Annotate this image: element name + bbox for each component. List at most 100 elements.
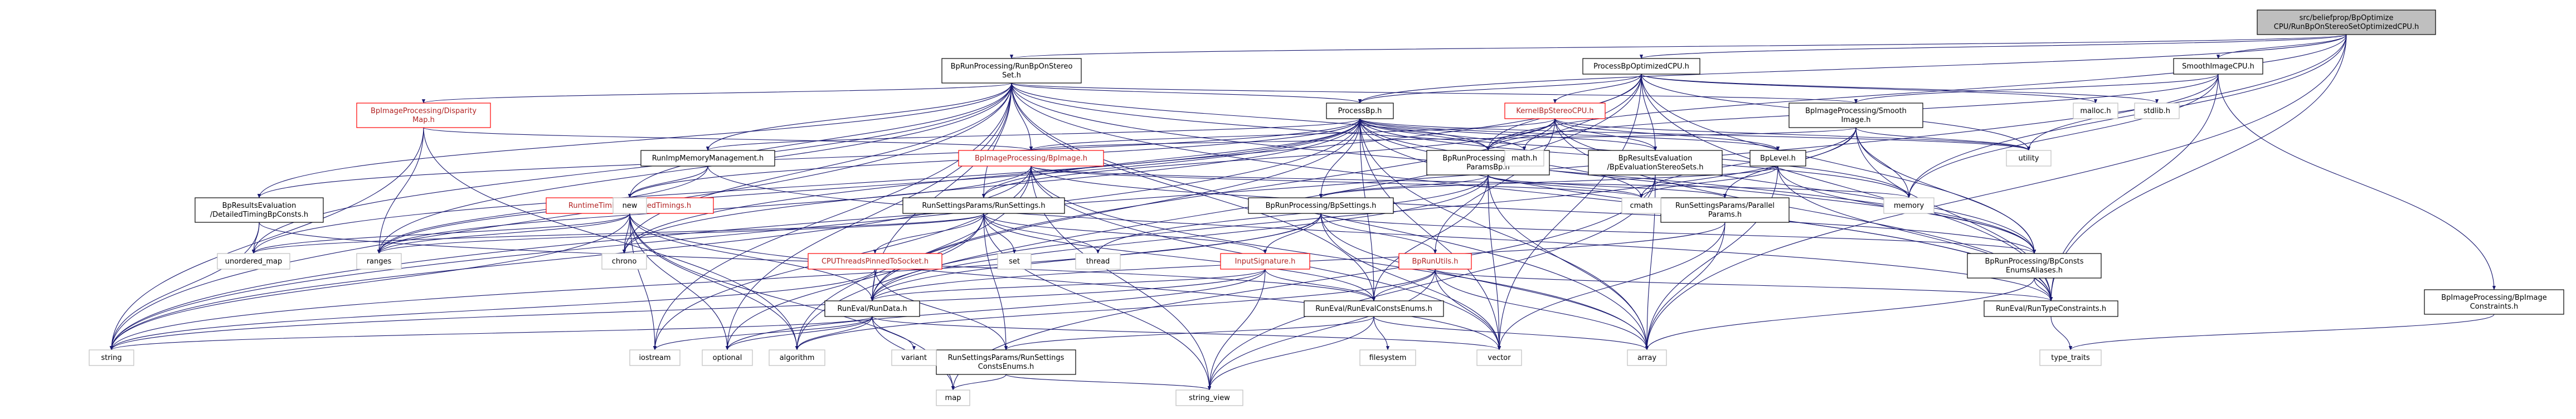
edge-processbpoptcpu-to-std_algorithm bbox=[795, 74, 1642, 350]
node-box-runsettings_parallel bbox=[1660, 197, 1790, 223]
node-runsettingsconsts[interactable]: RunSettingsParams/RunSettingsConstsEnums… bbox=[936, 349, 1076, 375]
edge-runbpstereoset-to-bpresultseval_timing bbox=[257, 82, 1012, 198]
node-label-bpresultseval_timing-line-1: /DetailedTimingBpConsts.h bbox=[210, 211, 308, 219]
edge-runtimetiming-to-std_unordered_map bbox=[252, 213, 630, 254]
node-label-runimpmem-line-0: RunImpMemoryManagement.h bbox=[652, 154, 764, 163]
node-bpimage[interactable]: BpImageProcessing/BpImage.h bbox=[958, 150, 1104, 167]
edge-parallelparams-to-runsettings_parallel bbox=[1488, 174, 1727, 198]
node-box-kernelbpstereocpu bbox=[1504, 103, 1606, 119]
edge-bplevel-to-runtypeconstraints bbox=[1777, 165, 2053, 301]
node-box-std_optional bbox=[702, 349, 753, 366]
node-processbpoptcpu[interactable]: ProcessBpOptimizedCPU.h bbox=[1582, 58, 1700, 75]
edge-runtimetiming-to-std_string bbox=[109, 213, 630, 350]
edge-runtimetiming-to-std_optional bbox=[629, 213, 730, 350]
node-processbp[interactable]: ProcessBp.h bbox=[1326, 103, 1394, 119]
edge-kernelbpstereocpu-to-bpresultseval_stereo bbox=[1554, 118, 1658, 151]
edge-processbpoptcpu-to-std_vector bbox=[1497, 74, 1642, 350]
edge-processbp-to-bplevel bbox=[1359, 118, 1780, 151]
node-std_math: math.h bbox=[1504, 150, 1544, 167]
node-bpresultseval_stereo[interactable]: BpResultsEvaluation/BpEvaluationStereoSe… bbox=[1588, 150, 1723, 176]
node-box-std_chrono bbox=[601, 253, 647, 270]
node-cputhreads[interactable]: CPUThreadsPinnedToSocket.h bbox=[808, 253, 942, 270]
node-label-runevalrundata-line-0: RunEval/RunData.h bbox=[837, 305, 907, 313]
edge-runtimetiming-to-std_iostream bbox=[629, 213, 657, 350]
node-box-std_malloc bbox=[2073, 103, 2118, 119]
edge-inputsignature-to-std_string bbox=[110, 269, 1266, 350]
edge-cputhreads-to-runsettingsconsts bbox=[874, 269, 1008, 350]
node-box-bplevel bbox=[1749, 150, 1806, 167]
edge-runbpstereoset-to-disparitymap bbox=[422, 82, 1012, 104]
edge-processbpoptcpu-to-kernelbpstereocpu bbox=[1553, 74, 1642, 104]
node-box-std_variant bbox=[891, 349, 937, 366]
node-box-bpconstsenums bbox=[1967, 253, 2102, 279]
node-bpsettings[interactable]: BpRunProcessing/BpSettings.h bbox=[1248, 197, 1394, 214]
edge-bplevel-to-std_cmath bbox=[1639, 165, 1778, 198]
edge-runtimetiming-to-std_ranges bbox=[377, 213, 630, 254]
node-std_optional: optional bbox=[702, 349, 753, 366]
edge-runbpstereoset-to-bpimage bbox=[1011, 82, 1033, 151]
node-label-bpimproc_smooth-line-0: BpImageProcessing/Smooth bbox=[1805, 107, 1907, 115]
edge-parallelparams-to-std_vector bbox=[1488, 174, 1501, 350]
edge-bpsettings-to-bpconstsenums bbox=[1320, 213, 2036, 254]
node-label-bprunutils-line-0: BpRunUtils.h bbox=[1412, 257, 1458, 266]
node-inputsignature[interactable]: InputSignature.h bbox=[1220, 253, 1310, 270]
edge-runbpstereoset-to-std_optional bbox=[725, 82, 1012, 350]
node-box-std_string_view bbox=[1175, 389, 1243, 406]
node-std_malloc: malloc.h bbox=[2073, 103, 2118, 119]
node-label-std_ranges-line-0: ranges bbox=[367, 257, 392, 266]
edge-layer bbox=[109, 34, 2496, 391]
edge-bpimage-to-std_cmath bbox=[1031, 165, 1643, 198]
node-box-cputhreads bbox=[808, 253, 942, 270]
edge-smoothimagecpu-to-bpimageconstraints bbox=[2218, 74, 2496, 290]
node-bpresultseval_timing[interactable]: BpResultsEvaluation/DetailedTimingBpCons… bbox=[195, 197, 324, 223]
edge-bprunutils-to-std_string_view bbox=[1207, 269, 1436, 391]
node-runtypeconstraints[interactable]: RunEval/RunTypeConstraints.h bbox=[1984, 300, 2118, 317]
node-runsettings[interactable]: RunSettingsParams/RunSettings.h bbox=[902, 197, 1065, 214]
edge-cputhreads-to-std_string bbox=[110, 269, 876, 350]
node-bpimproc_smooth[interactable]: BpImageProcessing/SmoothImage.h bbox=[1788, 103, 1923, 128]
edge-root-to-std_memory bbox=[1907, 34, 2347, 198]
node-runimpmem[interactable]: RunImpMemoryManagement.h bbox=[640, 150, 775, 167]
edge-processbp-to-bpresultseval_timing bbox=[257, 118, 1360, 198]
node-kernelbpstereocpu[interactable]: KernelBpStereoCPU.h bbox=[1504, 103, 1606, 119]
node-box-std_map bbox=[936, 389, 970, 406]
node-label-runsettingsconsts-line-0: RunSettingsParams/RunSettings bbox=[948, 354, 1065, 362]
node-std_iostream: iostream bbox=[629, 349, 681, 366]
node-std_new: new bbox=[613, 197, 647, 214]
edge-runevalconsts-to-runsettingsconsts bbox=[1004, 316, 1374, 350]
edge-kernelbpstereocpu-to-bpconstsenums bbox=[1554, 118, 2037, 254]
node-box-processbp bbox=[1326, 103, 1394, 119]
node-runevalconsts[interactable]: RunEval/RunEvalConstsEnums.h bbox=[1304, 300, 1444, 317]
node-std_variant: variant bbox=[891, 349, 937, 366]
edge-processbp-to-runsettings bbox=[981, 118, 1360, 198]
edge-runsettings-to-runsettingsconsts bbox=[983, 213, 1008, 350]
edge-runevalrundata-to-std_string bbox=[110, 316, 873, 350]
node-box-runevalrundata bbox=[824, 300, 920, 317]
node-root[interactable]: src/beliefprop/BpOptimizeCPU/RunBpOnSter… bbox=[2257, 9, 2436, 35]
node-smoothimagecpu[interactable]: SmoothImageCPU.h bbox=[2173, 58, 2263, 75]
edge-runsettingsconsts-to-std_string_view bbox=[1005, 374, 1211, 391]
node-runevalrundata[interactable]: RunEval/RunData.h bbox=[824, 300, 920, 317]
node-bprunutils[interactable]: BpRunUtils.h bbox=[1398, 253, 1472, 270]
edge-processbp-to-bpresultseval_stereo bbox=[1359, 118, 1657, 151]
node-box-bpresultseval_stereo bbox=[1588, 150, 1723, 176]
edge-bplevel-to-bpsettings bbox=[1319, 165, 1778, 198]
node-box-std_stdlib bbox=[2134, 103, 2180, 119]
node-bplevel[interactable]: BpLevel.h bbox=[1749, 150, 1806, 167]
edge-processbp-to-std_utility bbox=[1359, 118, 2030, 151]
node-std_map: map bbox=[936, 389, 970, 406]
node-box-bpresultseval_timing bbox=[195, 197, 324, 223]
node-label-disparitymap-line-1: Map.h bbox=[412, 116, 435, 124]
node-label-bpresultseval_stereo-line-0: BpResultsEvaluation bbox=[1618, 154, 1693, 163]
node-runbpstereoset[interactable]: BpRunProcessing/RunBpOnStereoSet.h bbox=[941, 58, 1082, 84]
node-box-std_cmath bbox=[1621, 197, 1661, 214]
node-std_vector: vector bbox=[1476, 349, 1522, 366]
node-label-std_iostream-line-0: iostream bbox=[639, 354, 670, 362]
node-label-runsettings_parallel-line-0: RunSettingsParams/Parallel bbox=[1675, 202, 1775, 210]
edge-bpsettings-to-std_array bbox=[1320, 213, 1649, 350]
edge-runtimetiming-to-runevalrundata bbox=[629, 213, 874, 301]
